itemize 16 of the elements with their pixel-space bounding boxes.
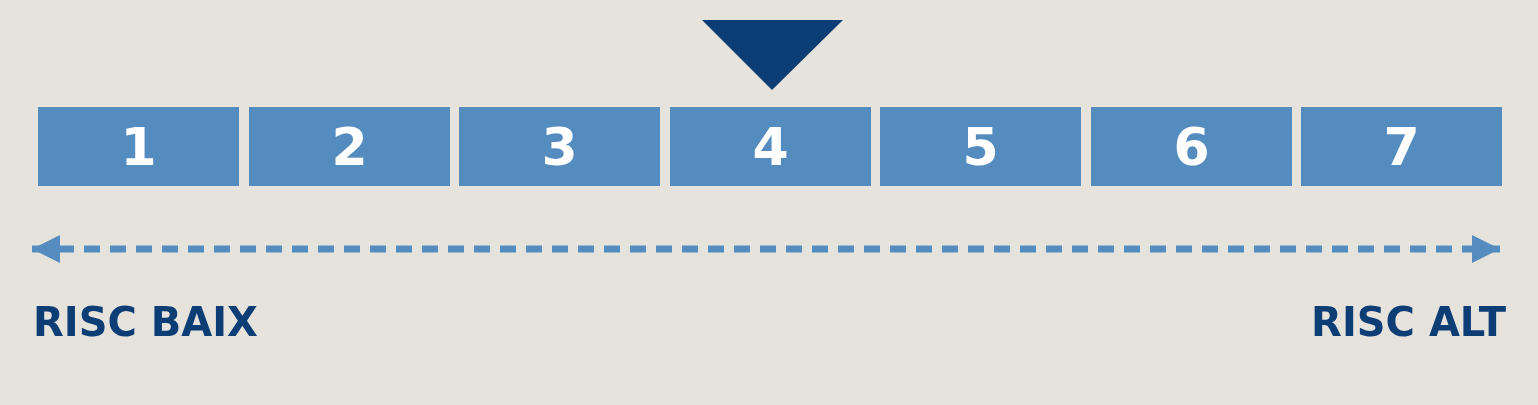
level-number: 1 [120, 120, 157, 173]
level-number: 6 [1173, 120, 1210, 173]
scale-box [670, 107, 871, 186]
level-number: 5 [962, 120, 999, 173]
scale-box [1301, 107, 1502, 186]
level-number: 4 [752, 120, 789, 173]
level-number: 2 [331, 120, 368, 173]
scale-box [459, 107, 660, 186]
level-number: 7 [1383, 120, 1420, 173]
scale-box [880, 107, 1081, 186]
level-number: 3 [541, 120, 578, 173]
scale-box [249, 107, 450, 186]
scale-box [38, 107, 239, 186]
scale-end-label: RISC ALT [1311, 302, 1506, 342]
scale-end-label: RISC BAIX [33, 302, 258, 342]
scale-box [1091, 107, 1292, 186]
